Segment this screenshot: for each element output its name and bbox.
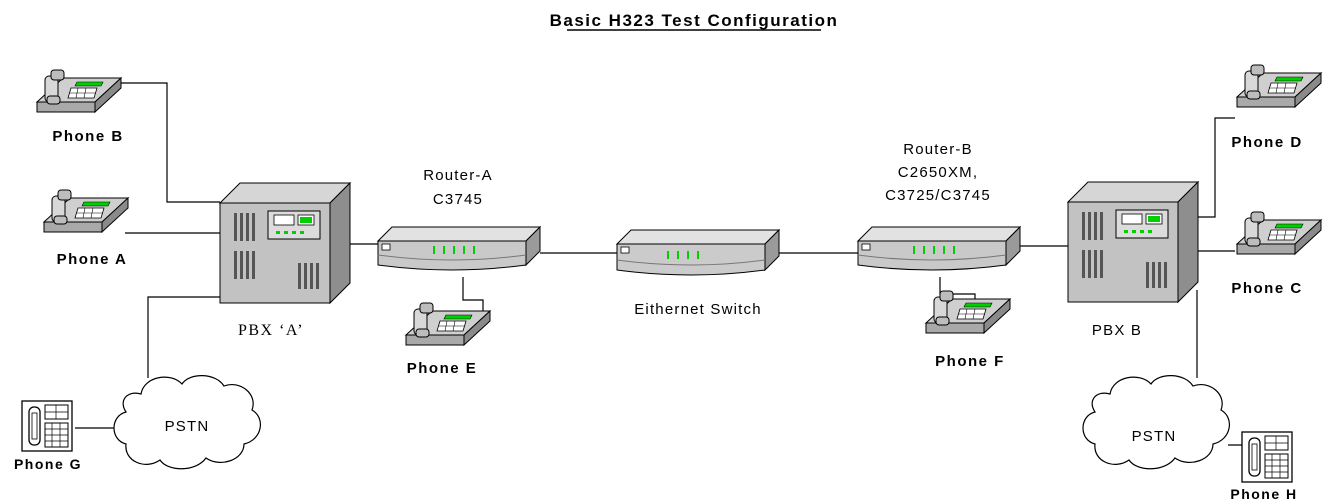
diagram-title: Basic H323 Test Configuration	[550, 11, 839, 30]
pbx-a-icon	[219, 182, 351, 304]
ethernet-switch-icon	[616, 229, 780, 276]
phone-c-label: Phone C	[1231, 280, 1302, 297]
ethernet-switch-label: Eithernet Switch	[634, 301, 762, 318]
phone-a-icon	[43, 189, 129, 233]
phone-g-label: Phone G	[14, 456, 82, 472]
router-b-model-1: C2650XM,	[898, 164, 978, 181]
phone-h-icon	[1241, 431, 1293, 483]
phone-b-label: Phone B	[52, 128, 123, 145]
pbx-b-icon	[1067, 181, 1199, 303]
router-a-name: Router-A	[423, 167, 493, 184]
pbx-b-label: PBX B	[1092, 322, 1142, 339]
phone-h-label: Phone H	[1230, 486, 1297, 502]
link-phoneB-pbxA	[118, 82, 220, 203]
pstn-left-label: PSTN	[165, 418, 210, 435]
router-a-model: C3745	[433, 191, 483, 208]
link-routerB-phoneF	[939, 277, 976, 300]
pstn-right-cloud-icon	[1082, 374, 1231, 470]
phone-d-label: Phone D	[1231, 134, 1302, 151]
phone-f-icon	[925, 290, 1011, 334]
link-pbxA-pstn	[147, 296, 220, 378]
phone-f-label: Phone F	[935, 353, 1005, 370]
router-b-name: Router-B	[903, 141, 973, 158]
phone-e-icon	[405, 302, 491, 346]
phone-d-icon	[1236, 64, 1322, 108]
link-pbxB-phoneD	[1197, 117, 1235, 218]
router-b-icon	[857, 226, 1021, 271]
router-b-model-2: C3725/C3745	[885, 187, 991, 204]
phone-a-label: Phone A	[57, 251, 128, 268]
connection-lines	[75, 82, 1245, 446]
phone-b-icon	[36, 69, 122, 113]
phone-c-icon	[1236, 211, 1322, 255]
pbx-a-label: PBX ‘A’	[238, 322, 304, 339]
pstn-right-label: PSTN	[1132, 428, 1177, 445]
link-routerA-phoneE	[462, 277, 484, 312]
phone-g-icon	[21, 400, 73, 452]
phone-e-label: Phone E	[407, 360, 478, 377]
router-a-icon	[377, 226, 541, 271]
